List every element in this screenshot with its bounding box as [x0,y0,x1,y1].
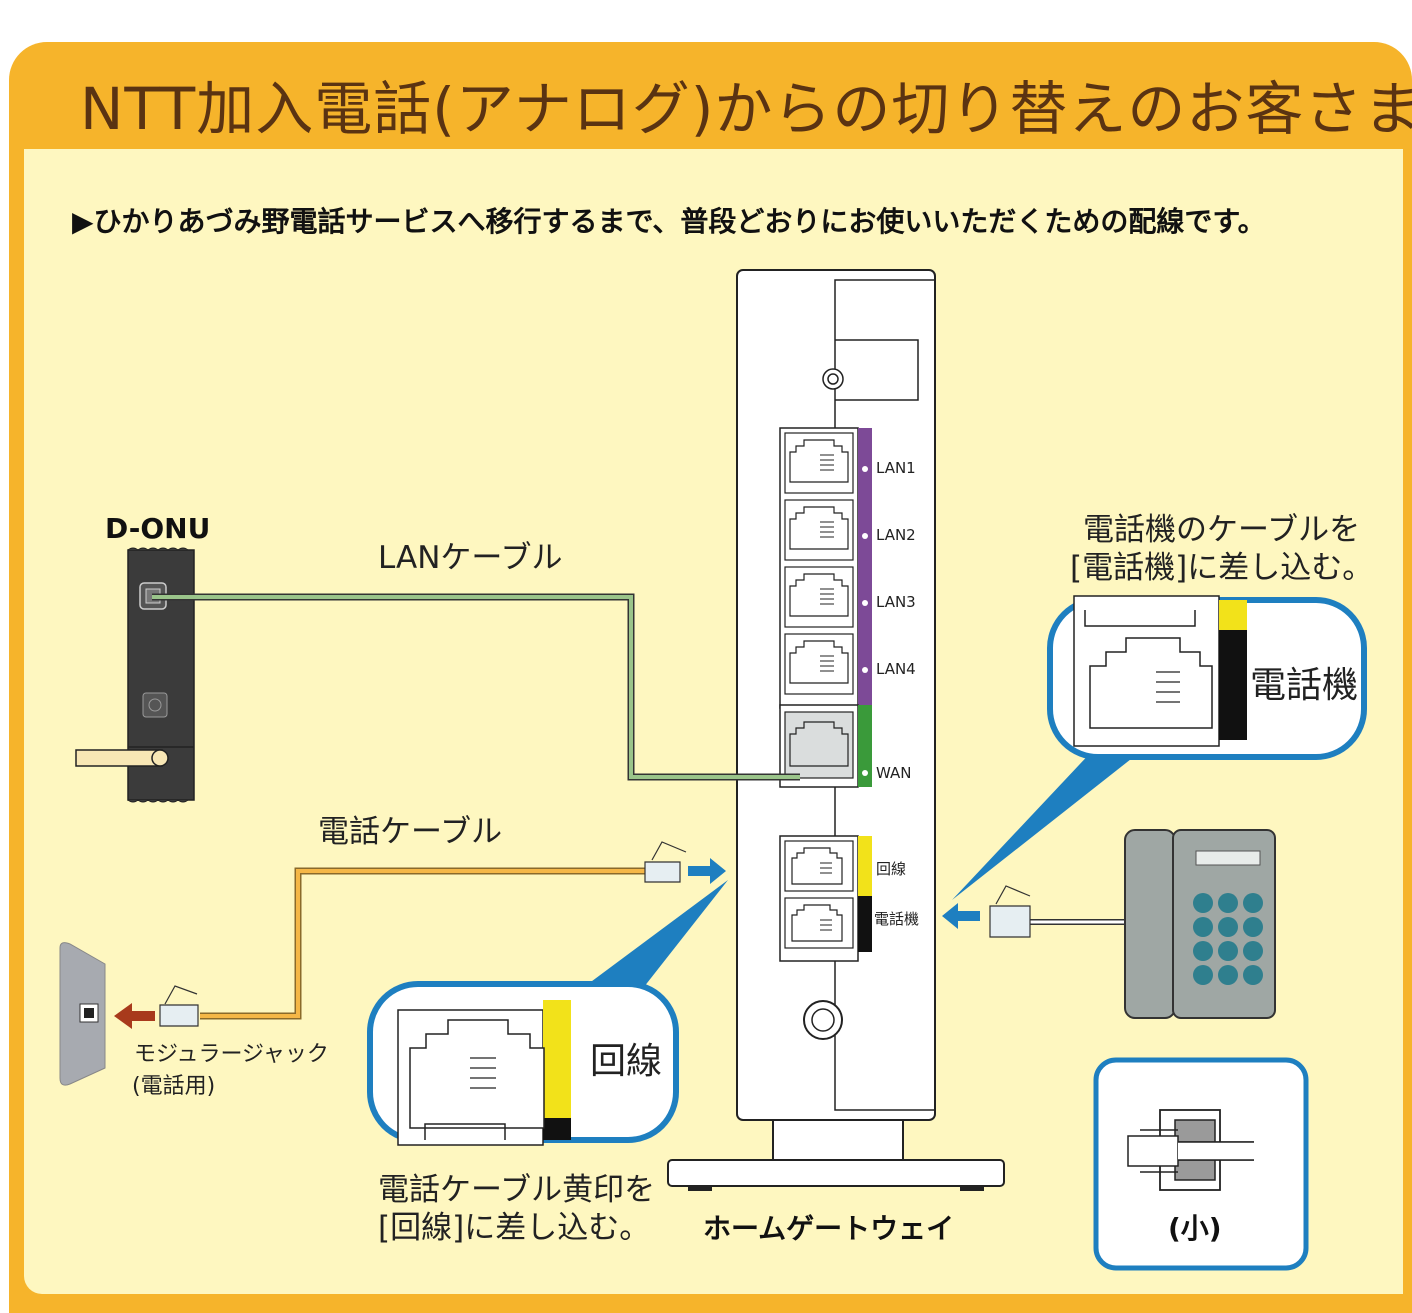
port-label-lan1: LAN1 [876,459,916,477]
line-port-icon [784,840,854,892]
port-label-lan2: LAN2 [876,526,916,544]
onu-label: D-ONU [105,512,211,545]
line-callout-pointer [580,880,728,992]
wall-jack-label: モジュラージャック [134,1042,329,1067]
port-label-lan4: LAN4 [876,660,916,678]
phone-cable-label: 電話ケーブル [318,814,503,850]
phone-port-icon [784,897,854,949]
telephone [989,829,1276,1019]
port-label-phone: 電話機 [874,910,920,928]
arrow-into-phone-port [942,903,980,929]
home-gateway [736,269,936,1121]
gateway-stand [667,1117,1005,1191]
port-label-line: 回線 [876,860,907,878]
lan4-port-icon [784,633,854,695]
phone-zoom-label: 電話機 [1250,665,1359,706]
arrow-to-wall-jack [114,1003,155,1029]
intro-text: ▶ひかりあづみ野電話サービスへ移行するまで、普段どおりにお使いいただくための配線… [72,205,1266,238]
port-label-wan: WAN [876,764,912,782]
gateway-label: ホームゲートウェイ [703,1212,955,1245]
arrow-into-line-port [688,858,726,884]
line-zoom-label: 回線 [590,1041,663,1082]
wan-port-icon [784,711,854,779]
phone-callout-pointer [952,748,1145,900]
lan-cable [152,593,800,781]
lan3-port-icon [784,566,854,628]
small-plug-callout [1093,1057,1309,1271]
lan2-port-icon [784,499,854,561]
wall-jack-plate [59,942,106,1086]
lan-cable-label: LANケーブル [378,540,563,576]
phone-instruction-2: [電話機]に差し込む。 [1070,550,1374,586]
phone-zoom-callout [1047,595,1367,760]
wall-jack-sublabel: (電話用) [132,1074,216,1099]
page-title: NTT加入電話(アナログ)からの切り替えのお客さま [80,75,1412,143]
small-plug-label: (小) [1168,1212,1222,1245]
phone-instruction-1: 電話機のケーブルを [1083,512,1361,548]
fiber-cable [75,749,169,767]
lan1-port-icon [784,432,854,494]
line-instruction-1: 電話ケーブル黄印を [378,1172,656,1208]
line-zoom-callout [367,981,679,1146]
line-instruction-2: [回線]に差し込む。 [378,1210,651,1246]
phone-cable [159,841,687,1027]
port-label-lan3: LAN3 [876,593,916,611]
